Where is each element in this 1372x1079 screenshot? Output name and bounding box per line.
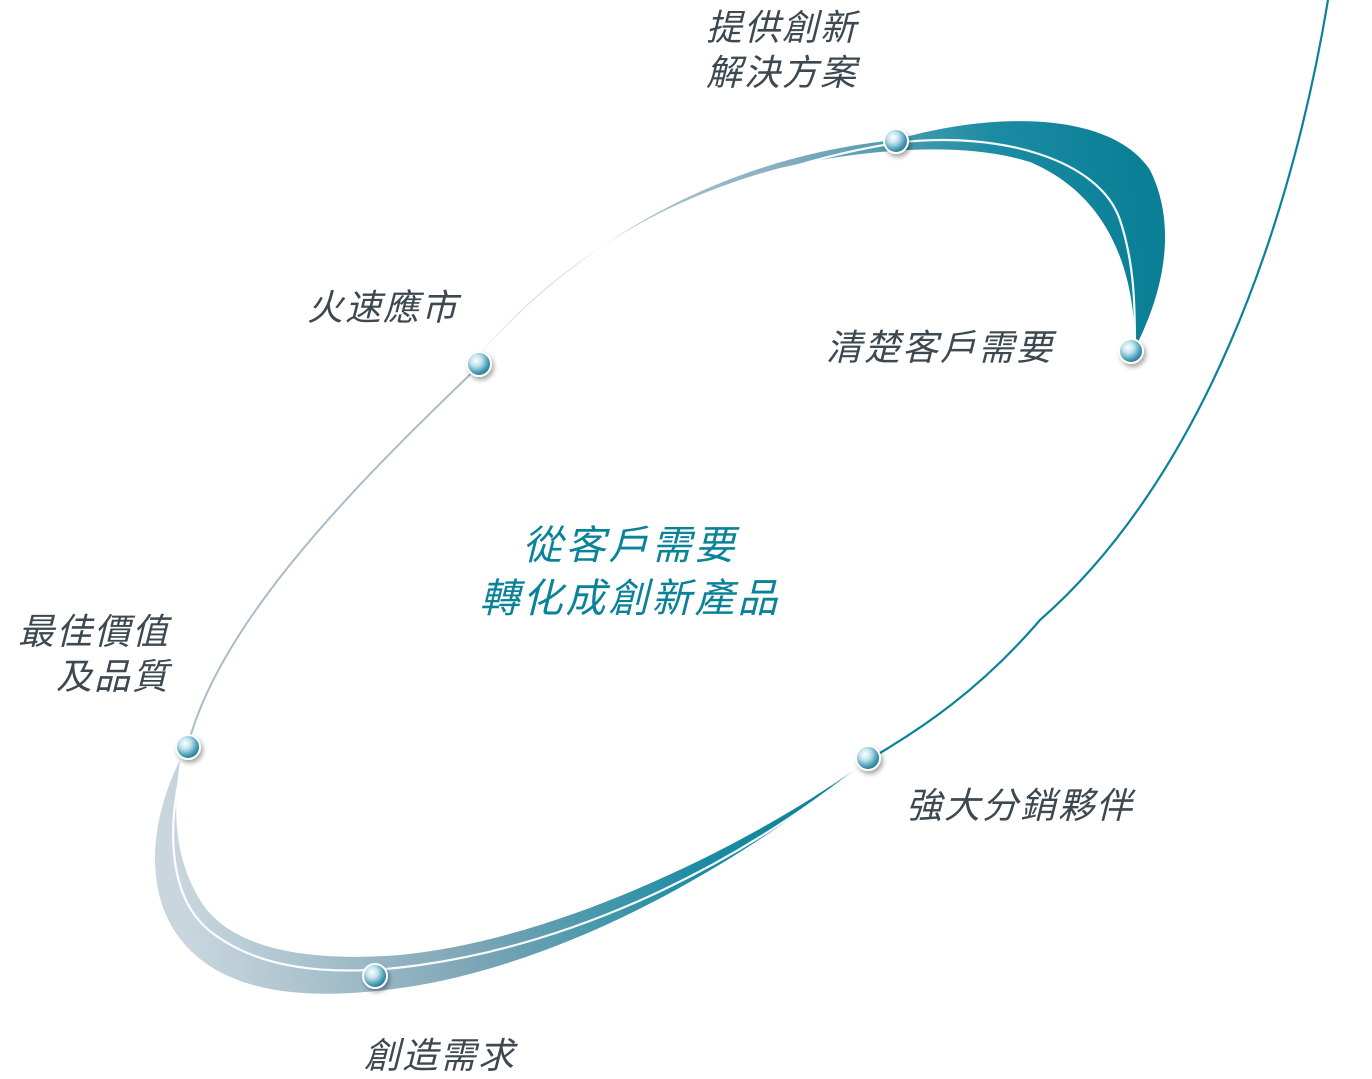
node-speed-to-market — [466, 351, 492, 377]
center-title: 從客戶需要 轉化成創新產品 — [470, 520, 790, 626]
node-create-demand — [362, 963, 388, 989]
center-title-line-2: 轉化成創新產品 — [479, 575, 781, 622]
node-best-value-quality — [175, 734, 201, 760]
node-strong-distribution-partners — [855, 745, 881, 771]
node-provide-innovative-solutions — [883, 128, 909, 154]
label-speed-to-market: 火速應市 — [307, 288, 460, 329]
label-understand-customer-needs: 清楚客戶需要 — [826, 328, 1055, 369]
outer-sweep-line — [867, 0, 1330, 761]
label-create-demand: 創造需求 — [364, 1036, 517, 1077]
label-provide-innovative-solutions: 提供創新 解決方案 — [706, 8, 859, 94]
node-understand-customer-needs — [1118, 338, 1144, 364]
label-best-value-quality: 最佳價值 及品質 — [17, 612, 170, 698]
top-ribbon — [470, 121, 1166, 365]
center-title-line-1: 從客戶需要 — [522, 523, 738, 569]
ribbon-highlight — [477, 138, 1137, 366]
inner-left-arc — [187, 364, 481, 746]
label-strong-distribution-partners: 強大分銷夥伴 — [906, 786, 1135, 827]
